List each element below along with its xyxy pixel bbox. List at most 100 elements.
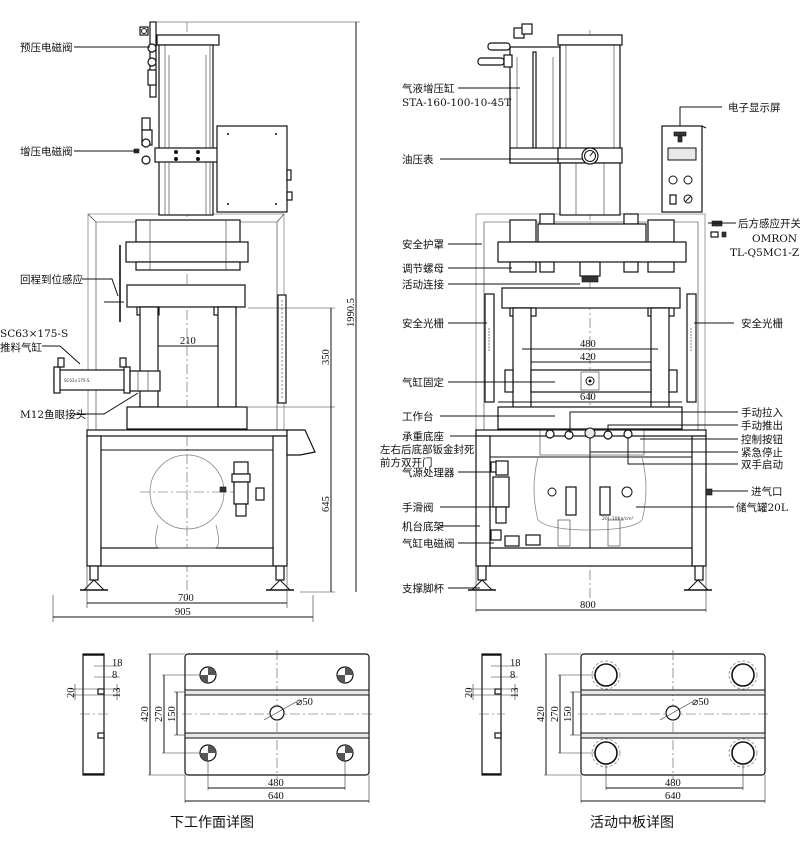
label-booster-cylinder: 气液增压缸 <box>402 82 455 95</box>
two-hand-start-button-left <box>545 429 555 439</box>
dim-frame-width: 700 <box>178 593 194 604</box>
light-curtain-left <box>484 293 495 403</box>
lower-plate-detail: 18 8 20 13 ⌀50 420 270 150 <box>66 650 372 803</box>
dim-overall-800: 800 <box>580 600 596 611</box>
column-bores <box>591 660 758 768</box>
label-manual-in: 手动拉入 <box>741 406 783 419</box>
column-left <box>139 306 159 408</box>
tank-marking: 20L-10Kg/cm² <box>602 516 634 522</box>
label-panel-note-1: 左右后底部钣金封死 <box>380 443 475 456</box>
dim-slot-pitch: 150 <box>563 706 574 722</box>
air-tank <box>533 456 647 531</box>
label-manual-out: 手动推出 <box>741 419 783 432</box>
label-oil-gauge: 油压表 <box>402 153 434 166</box>
dim-hole-pitch-h: 480 <box>665 778 681 789</box>
label-panel-note-2: 前方双开门 <box>380 456 433 469</box>
dim-stroke-height: 350 <box>321 349 332 365</box>
column-right <box>650 307 670 409</box>
dim-inner-420: 420 <box>580 352 596 363</box>
dim-plate-width: 640 <box>268 791 284 802</box>
column-left <box>512 307 532 409</box>
emergency-stop-button <box>584 427 596 439</box>
dim-table-height: 645 <box>321 496 332 512</box>
label-boost-valve: 增压电磁阀 <box>20 145 73 158</box>
dim-table-640: 640 <box>580 392 596 403</box>
foot-right <box>684 565 712 591</box>
label-hand-valve: 手滑阀 <box>402 501 434 514</box>
foot-right <box>266 565 294 591</box>
label-return-sensor: 回程到位感应 <box>20 273 83 286</box>
dim-side-18: 18 <box>112 658 123 669</box>
rear-sensor-icon <box>708 220 736 238</box>
two-hand-start-button-right <box>623 429 633 439</box>
cylinder-marking: SC63×175-S <box>64 378 90 383</box>
cylinder-mount <box>504 369 678 393</box>
main-cylinder <box>154 34 233 216</box>
dim-total-height: 1990.5 <box>346 298 357 327</box>
label-worktable: 工作台 <box>402 410 434 423</box>
dim-side-20: 20 <box>66 688 77 699</box>
air-inlet-icon <box>705 488 713 496</box>
dim-hole-pitch-v: 270 <box>550 706 561 722</box>
right-side-view: 20L-10Kg/cm² <box>440 23 748 612</box>
middle-plate-detail: 18 8 20 13 ⌀50 420 270 150 <box>464 650 768 803</box>
label-light-curtain-right: 安全光栅 <box>741 317 783 330</box>
control-box <box>216 125 288 213</box>
label-frame: 机台底架 <box>402 520 444 533</box>
caption-middle-plate: 活动中板详图 <box>590 815 674 831</box>
dim-inner-480: 480 <box>580 339 596 350</box>
left-front-view: SC63×175-S <box>42 21 360 622</box>
booster-valve-icon <box>477 23 533 68</box>
dim-plate-width: 640 <box>665 791 681 802</box>
label-rear-sensor: 后方感应开关 <box>738 217 800 230</box>
label-adjust-nut: 调节螺母 <box>402 263 444 275</box>
label-foot-cup: 支撑脚杯 <box>402 582 444 595</box>
dim-side-8: 8 <box>510 670 515 681</box>
label-rear-sensor-model: TL-Q5MC1-Z <box>730 247 799 259</box>
dim-hole-pitch-h: 480 <box>268 778 284 789</box>
dim-center-hole: ⌀50 <box>296 697 313 708</box>
machine-frame <box>86 429 316 567</box>
label-cylinder-valve: 气缸电磁阀 <box>402 537 455 550</box>
label-light-curtain-left: 安全光栅 <box>402 317 444 330</box>
dim-side-8: 8 <box>112 670 117 681</box>
side-section <box>82 653 105 776</box>
label-preload-valve: 预压电磁阀 <box>20 41 73 54</box>
caption-lower-plate: 下工作面详图 <box>170 815 254 831</box>
label-air-inlet: 进气口 <box>751 485 783 498</box>
air-unit-icon <box>490 460 541 547</box>
dim-plate-height: 420 <box>536 706 547 722</box>
booster-cylinder <box>509 34 623 216</box>
dim-side-13: 13 <box>510 688 521 699</box>
push-cylinder-icon: SC63×175-S <box>53 357 161 394</box>
label-air-tank: 储气罐20L <box>736 501 788 514</box>
moving-plate <box>501 287 681 309</box>
dim-column-gap: 210 <box>180 336 196 347</box>
worktable-plate <box>126 406 248 430</box>
boost-valve-icon <box>133 117 153 165</box>
label-safety-cover: 安全护罩 <box>402 238 444 251</box>
dim-center-hole: ⌀50 <box>692 697 709 708</box>
label-rear-sensor-brand: OMRON <box>752 233 797 245</box>
moving-plate <box>126 284 246 308</box>
display-panel-icon <box>661 125 707 213</box>
manual-in-button <box>564 430 574 440</box>
dim-overall-width: 905 <box>175 607 191 618</box>
manual-out-button <box>603 430 613 440</box>
dim-plate-height: 420 <box>140 706 151 722</box>
label-control-button: 控制按钮 <box>741 433 783 446</box>
side-section <box>481 653 502 776</box>
leader-lines <box>42 46 150 415</box>
foot-left <box>80 565 108 591</box>
label-fish-eye-joint: M12鱼眼接头 <box>20 408 86 421</box>
dim-hole-pitch-v: 270 <box>154 706 165 722</box>
label-booster-model: STA-160-100-10-45T <box>402 97 511 109</box>
dimension-lines <box>52 21 360 622</box>
column-right <box>217 306 237 408</box>
leader-lines <box>440 87 748 589</box>
foot-left <box>468 565 496 591</box>
label-push-cylinder-model: SC63×175-S <box>0 328 68 340</box>
preload-valve-icon <box>139 21 157 98</box>
worktable <box>497 406 683 430</box>
upper-plate <box>125 219 249 271</box>
